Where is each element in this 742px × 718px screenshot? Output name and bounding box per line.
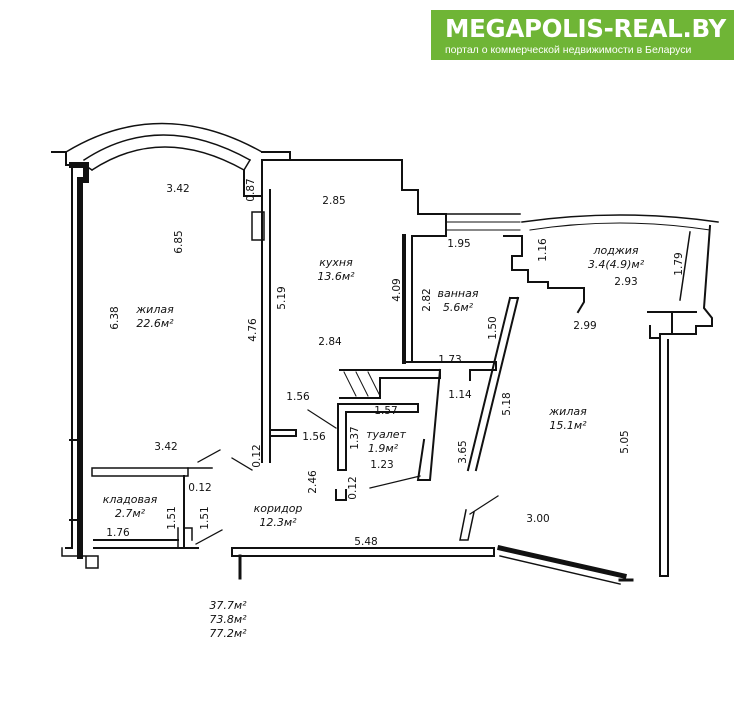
- dim-label: 3.00: [526, 513, 549, 525]
- dim-label: 5.48: [354, 536, 377, 548]
- room-living1-area: 22.6м²: [136, 317, 174, 330]
- room-storage-area: 2.7м²: [115, 507, 146, 520]
- room-toilet: туалет 1.9м²: [366, 428, 406, 455]
- dim-label: 5.05: [619, 430, 631, 453]
- dim-label: 1.23: [370, 459, 393, 471]
- room-toilet-name: туалет: [366, 428, 406, 441]
- dim-label: 3.65: [457, 440, 469, 463]
- dim-label: 1.16: [537, 238, 549, 262]
- plan-walls: [51, 122, 719, 585]
- dim-label: 3.42: [154, 441, 177, 453]
- dim-label: 4.09: [391, 278, 403, 301]
- room-storage: кладовая 2.7м²: [103, 493, 158, 520]
- dim-label: 6.38: [109, 306, 121, 329]
- dim-label: 1.51: [166, 506, 178, 529]
- site-tagline: портал о коммерческой недвижимости в Бел…: [445, 44, 692, 56]
- room-loggia-area: 3.4(4.9)м²: [588, 258, 645, 271]
- room-corridor-name: коридор: [254, 502, 303, 515]
- dim-label: 1.14: [448, 389, 472, 401]
- room-corridor: коридор 12.3м²: [254, 502, 303, 529]
- area-totals: 37.7м² 73.8м² 77.2м²: [209, 599, 247, 640]
- room-corridor-area: 12.3м²: [259, 516, 297, 529]
- site-brand: MEGAPOLIS-REAL.BY: [445, 14, 726, 43]
- room-loggia-name: лоджия: [592, 244, 638, 257]
- site-banner[interactable]: MEGAPOLIS-REAL.BY портал о коммерческой …: [431, 10, 734, 60]
- room-kitchen: кухня 13.6м²: [317, 256, 355, 283]
- dim-label: 1.50: [487, 316, 499, 339]
- room-living2-name: жилая: [548, 405, 587, 418]
- room-loggia: лоджия 3.4(4.9)м²: [588, 244, 645, 271]
- room-living1: жилая 22.6м²: [135, 303, 174, 330]
- dim-label: 4.76: [247, 318, 259, 342]
- dimension-labels: 3.42 0.87 6.85 6.38 4.76 3.42 0.12 2.85 …: [106, 178, 685, 548]
- dim-label: 5.19: [276, 286, 288, 309]
- room-kitchen-name: кухня: [319, 256, 353, 269]
- room-living1-name: жилая: [135, 303, 174, 316]
- dim-label: 1.95: [447, 238, 470, 250]
- room-living2: жилая 15.1м²: [548, 405, 587, 432]
- dim-label: 0.12: [251, 444, 263, 467]
- dim-label: 2.85: [322, 195, 345, 207]
- total-area: 73.8м²: [209, 613, 247, 626]
- dim-label: 2.99: [573, 320, 596, 332]
- dim-label: 0.87: [245, 178, 257, 201]
- room-bathroom: ванная 5.6м²: [438, 287, 479, 314]
- dim-label: 1.56: [286, 391, 310, 403]
- room-kitchen-area: 13.6м²: [317, 270, 355, 283]
- dim-label: 6.85: [173, 230, 185, 253]
- dim-label: 2.82: [421, 288, 433, 311]
- dim-label: 1.76: [106, 527, 130, 539]
- room-bathroom-name: ванная: [438, 287, 479, 300]
- room-storage-name: кладовая: [103, 493, 158, 506]
- room-living2-area: 15.1м²: [549, 419, 587, 432]
- dim-label: 2.93: [614, 276, 637, 288]
- dim-label: 1.79: [673, 252, 685, 275]
- dim-label: 1.56: [302, 431, 326, 443]
- dim-label: 1.57: [374, 405, 397, 417]
- room-bathroom-area: 5.6м²: [443, 301, 474, 314]
- total-area-with-loggia: 77.2м²: [209, 627, 247, 640]
- dim-label: 2.84: [318, 336, 342, 348]
- room-toilet-area: 1.9м²: [368, 442, 399, 455]
- total-living-area: 37.7м²: [209, 599, 247, 612]
- dim-label: 1.37: [349, 426, 361, 449]
- dim-label: 2.46: [307, 470, 319, 494]
- dim-label: 1.51: [199, 506, 211, 529]
- dim-label: 3.42: [166, 183, 189, 195]
- dim-label: 5.18: [501, 392, 513, 415]
- dim-label: 1.73: [438, 354, 461, 366]
- dim-label: 0.12: [347, 476, 359, 499]
- dim-label: 0.12: [188, 482, 211, 494]
